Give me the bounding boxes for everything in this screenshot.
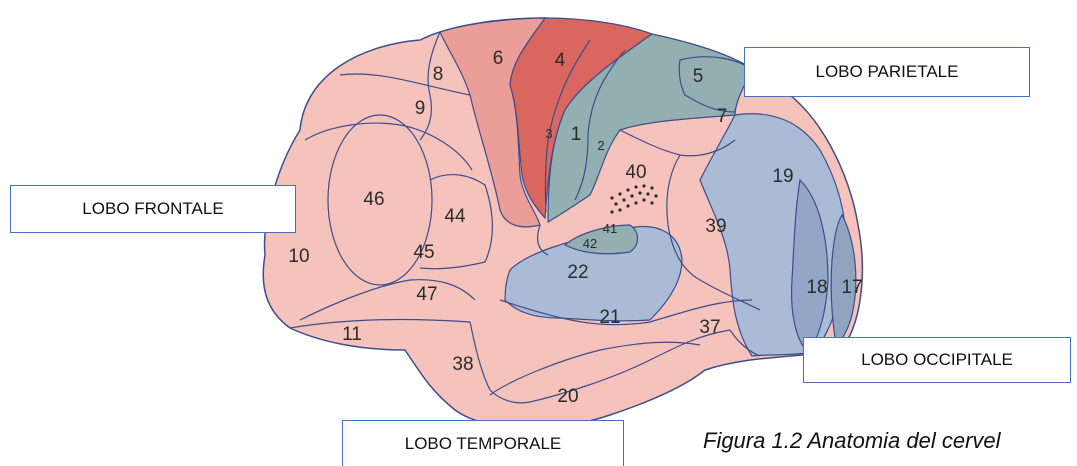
area-number: 21: [599, 307, 620, 328]
area-number: 7: [717, 106, 728, 127]
area-number: 18: [806, 277, 827, 298]
figure-caption: Figura 1.2 Anatomia del cervel: [703, 428, 1001, 454]
area-number: 44: [444, 206, 466, 227]
temporal-lobe-label: LOBO TEMPORALE: [342, 420, 624, 466]
area-number: 9: [415, 98, 426, 119]
area-number: 6: [493, 48, 504, 69]
area-number: 46: [363, 189, 384, 210]
area-number: 2: [597, 138, 604, 153]
area-number: 40: [625, 162, 646, 183]
area-number: 45: [413, 242, 434, 263]
area-number: 47: [416, 284, 437, 305]
area-number: 41: [603, 221, 617, 236]
occipital-lobe-label: LOBO OCCIPITALE: [803, 337, 1071, 383]
area-number: 5: [693, 66, 704, 87]
area-number: 20: [557, 386, 578, 407]
area-number: 3: [545, 126, 552, 141]
area-number: 39: [705, 216, 726, 237]
area-number: 11: [342, 324, 362, 345]
area-number: 38: [452, 354, 473, 375]
area-number: 10: [288, 246, 309, 267]
area-number: 1: [571, 124, 582, 145]
parietal-lobe-label: LOBO PARIETALE: [744, 47, 1030, 97]
area-number: 42: [583, 236, 597, 251]
area-number: 8: [433, 64, 444, 85]
area-number: 19: [772, 166, 793, 187]
area-number: 4: [555, 50, 566, 71]
area-number: 22: [567, 262, 588, 283]
area-number: 17: [841, 277, 862, 298]
frontal-lobe-label: LOBO FRONTALE: [10, 185, 296, 233]
area-number: 37: [699, 317, 720, 338]
